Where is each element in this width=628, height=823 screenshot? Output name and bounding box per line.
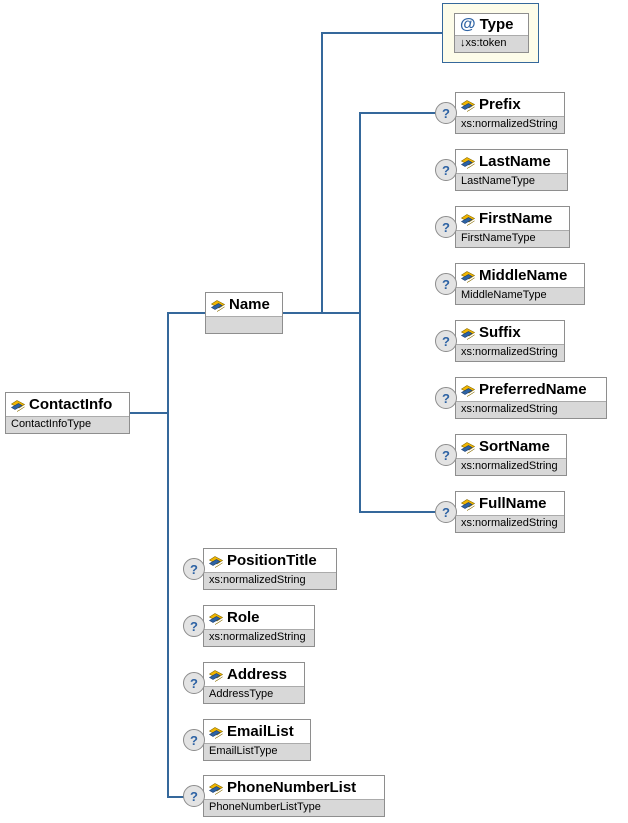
element-icon [460,213,476,226]
node-title-text: ContactInfo [29,396,113,413]
element-icon [208,612,224,625]
node-title-text: Role [227,609,260,626]
optional-indicator-lastname: ? [435,159,457,181]
node-title-text: Suffix [479,324,521,341]
question-mark-icon: ? [190,788,198,804]
question-mark-icon: ? [442,276,450,292]
node-sortname[interactable]: SortName xs:normalizedString [455,434,567,476]
optional-indicator-firstname: ? [435,216,457,238]
question-mark-icon: ? [442,504,450,520]
node-type-text: xs:normalizedString [204,629,314,646]
node-title-text: EmailList [227,723,294,740]
element-icon [460,156,476,169]
node-prefix[interactable]: Prefix xs:normalizedString [455,92,565,134]
question-mark-icon: ? [190,732,198,748]
node-title-text: PreferredName [479,381,587,398]
node-type-text: LastNameType [456,173,567,190]
node-name[interactable]: Name [205,292,283,334]
node-positiontitle[interactable]: PositionTitle xs:normalizedString [203,548,337,590]
node-type-text: ContactInfoType [6,416,129,433]
attribute-icon: @ [460,15,476,33]
question-mark-icon: ? [190,561,198,577]
optional-indicator-positiontitle: ? [183,558,205,580]
element-icon [208,669,224,682]
node-type-text: AddressType [204,686,304,703]
node-title-text: PhoneNumberList [227,779,357,796]
node-type-text: xs:normalizedString [204,572,336,589]
node-type-text: xs:normalizedString [456,458,566,475]
node-title-text: Address [227,666,288,683]
node-suffix[interactable]: Suffix xs:normalizedString [455,320,565,362]
node-type-text [206,316,282,333]
node-type-text: xs:normalizedString [456,116,564,133]
node-fullname[interactable]: FullName xs:normalizedString [455,491,565,533]
optional-indicator-address: ? [183,672,205,694]
node-type-text: PhoneNumberListType [204,799,384,816]
node-type[interactable]: @Type ↓xs:token [454,13,529,53]
node-type-text: FirstNameType [456,230,569,247]
optional-indicator-emaillist: ? [183,729,205,751]
question-mark-icon: ? [442,333,450,349]
node-title-text: SortName [479,438,550,455]
element-icon [208,726,224,739]
node-title-text: FirstName [479,210,553,227]
node-type-text: xs:normalizedString [456,401,606,418]
node-title-text: MiddleName [479,267,568,284]
node-title-text: Prefix [479,96,521,113]
node-title-text: FullName [479,495,547,512]
question-mark-icon: ? [442,219,450,235]
node-type-text: MiddleNameType [456,287,584,304]
element-icon [460,384,476,397]
question-mark-icon: ? [442,162,450,178]
optional-indicator-fullname: ? [435,501,457,523]
optional-indicator-suffix: ? [435,330,457,352]
node-role[interactable]: Role xs:normalizedString [203,605,315,647]
node-type-text: xs:normalizedString [456,515,564,532]
element-icon [208,782,224,795]
element-icon [208,555,224,568]
optional-indicator-prefix: ? [435,102,457,124]
element-icon [460,441,476,454]
node-type-text: EmailListType [204,743,310,760]
element-icon [460,99,476,112]
element-icon [460,498,476,511]
element-icon [10,399,26,412]
node-title-text: Name [229,296,270,313]
node-type-text: ↓xs:token [455,35,528,52]
question-mark-icon: ? [190,675,198,691]
element-icon [210,299,226,312]
node-title-text: Type [479,16,514,33]
element-icon [460,327,476,340]
node-preferredname[interactable]: PreferredName xs:normalizedString [455,377,607,419]
element-icon [460,270,476,283]
question-mark-icon: ? [442,447,450,463]
optional-indicator-sortname: ? [435,444,457,466]
question-mark-icon: ? [442,105,450,121]
node-title-text: PositionTitle [227,552,317,569]
question-mark-icon: ? [442,390,450,406]
optional-indicator-preferredname: ? [435,387,457,409]
optional-indicator-middlename: ? [435,273,457,295]
optional-indicator-role: ? [183,615,205,637]
question-mark-icon: ? [190,618,198,634]
node-title-text: LastName [479,153,551,170]
optional-indicator-phonenumberlist: ? [183,785,205,807]
node-type-text: xs:normalizedString [456,344,564,361]
